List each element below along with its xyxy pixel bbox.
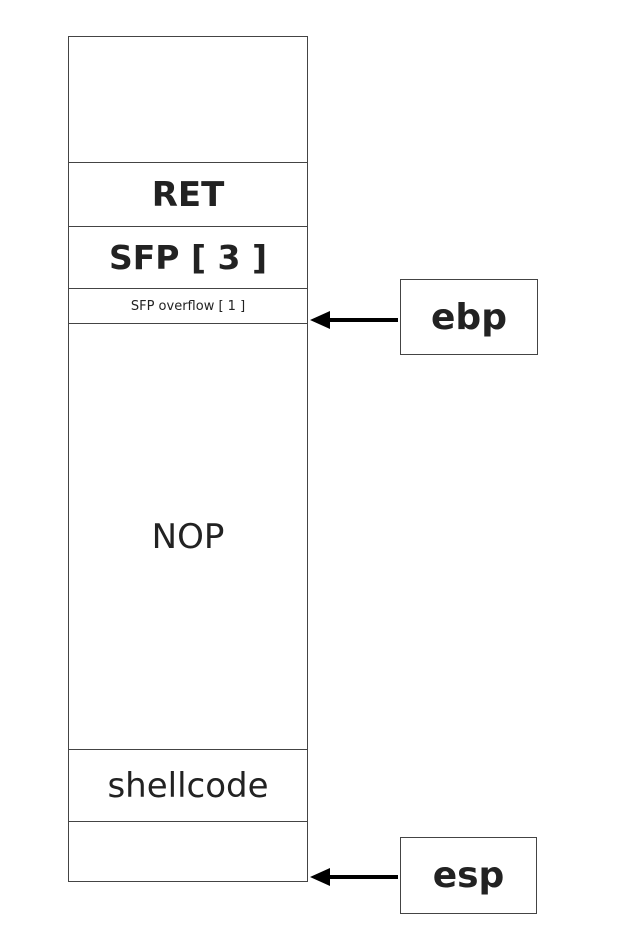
esp-register-box: esp xyxy=(400,837,537,914)
ebp-arrow-head xyxy=(310,311,330,329)
stack-cell-sfp: SFP [ 3 ] xyxy=(69,227,307,289)
stack-cell-nop: NOP xyxy=(69,324,307,750)
stack-cell-top xyxy=(69,37,307,163)
esp-arrow-head xyxy=(310,868,330,886)
stack-cell-ret: RET xyxy=(69,163,307,227)
ebp-register-box: ebp xyxy=(400,279,538,355)
stack-cell-sfp-overflow: SFP overflow [ 1 ] xyxy=(69,289,307,324)
stack-frame: RET SFP [ 3 ] SFP overflow [ 1 ] NOP she… xyxy=(68,36,308,882)
stack-cell-shellcode: shellcode xyxy=(69,750,307,822)
